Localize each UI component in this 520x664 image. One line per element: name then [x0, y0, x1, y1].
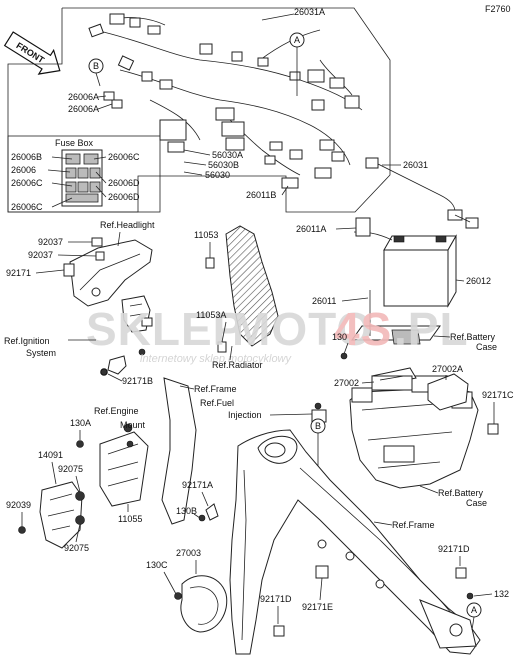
ref-battery-case-2-line1: Ref.Battery: [438, 488, 484, 498]
fuse-left-2: 26006: [11, 165, 36, 175]
fuse-left-4: 26006C: [11, 202, 43, 212]
label-92037-2: 92037: [28, 250, 53, 260]
ref-frame-2: Ref.Frame: [392, 520, 435, 530]
ref-engine-mount-line2: Mount: [120, 420, 146, 430]
ref-frame-1: Ref.Frame: [194, 384, 237, 394]
headlight-bracket: [63, 237, 153, 333]
label-130a: 130A: [70, 418, 91, 428]
fuse-left-1: 26006B: [11, 152, 42, 162]
fuse-right-1: 26006C: [108, 152, 140, 162]
figure-code: F2760: [485, 4, 511, 14]
ref-battery-case-2-line2: Case: [466, 498, 487, 508]
label-92171e: 92171E: [302, 602, 333, 612]
callout-b-top: B: [88, 58, 104, 87]
label-26031a: 26031A: [294, 7, 325, 17]
ref-radiator: Ref.Radiator: [212, 360, 263, 370]
label-92171a: 92171A: [182, 480, 213, 490]
fuse-box-title: Fuse Box: [55, 138, 94, 148]
svg-text:B: B: [93, 61, 99, 71]
harness-26031: [365, 157, 479, 229]
fuse-box-panel: Fuse Box: [7, 135, 161, 213]
ref-headlight: Ref.Headlight: [100, 220, 155, 230]
watermark-brand-tld: .PL: [394, 303, 469, 355]
fuse-leaders: [47, 156, 107, 208]
ref-battery-case-1-line1: Ref.Battery: [450, 332, 496, 342]
label-132: 132: [494, 589, 509, 599]
watermark-brand-left: SKLEP: [86, 303, 244, 355]
label-11055: 11055: [118, 514, 142, 524]
harness-box-outline: [7, 7, 391, 213]
fuse-left-3: 26006C: [11, 178, 43, 188]
main-frame: [229, 429, 481, 655]
label-26011b: 26011B: [246, 190, 276, 200]
label-14091: 14091: [38, 450, 63, 460]
label-27002: 27002: [334, 378, 359, 388]
label-92171b: 92171B: [122, 376, 153, 386]
label-11053: 11053: [194, 230, 218, 240]
watermark-tagline: internetowy sklep motocyklowy: [140, 353, 293, 365]
label-26031: 26031: [403, 160, 428, 170]
callout-a-top: A: [289, 32, 305, 96]
label-92171d-1: 92171D: [260, 594, 292, 604]
label-130c: 130C: [146, 560, 168, 570]
label-92037-1: 92037: [38, 237, 63, 247]
fuse-right-2: 26006D: [108, 178, 140, 188]
ref-engine-mount-line1: Ref.Engine: [94, 406, 139, 416]
label-92075-2: 92075: [64, 543, 89, 553]
label-92171: 92171: [6, 268, 31, 278]
harness-connectors: [88, 13, 360, 189]
ref-battery-case-1-line2: Case: [476, 342, 497, 352]
battery-26012: [353, 217, 457, 308]
fasteners: [100, 348, 499, 637]
watermark-brand-num: 4S: [334, 303, 392, 355]
horn-27003: [174, 575, 228, 633]
battery-tray: [351, 290, 441, 345]
ecu-27002: [371, 367, 417, 391]
label-56030: 56030: [205, 170, 230, 180]
label-92171d-2: 92171D: [438, 544, 470, 554]
label-130: 130: [332, 332, 347, 342]
svg-text:B: B: [315, 421, 321, 431]
watermark: SKLEP MOTO 4S .PL internetowy sklep moto…: [86, 303, 469, 365]
fuse-right-3: 26006D: [108, 192, 140, 202]
label-92075-1: 92075: [58, 464, 83, 474]
label-26006a-2: 26006A: [68, 104, 99, 114]
svg-text:A: A: [294, 35, 300, 45]
label-26012: 26012: [466, 276, 491, 286]
radiator-screen-11053: [205, 225, 279, 353]
svg-text:A: A: [471, 605, 477, 615]
label-56030b: 56030B: [208, 160, 239, 170]
label-27003: 27003: [176, 548, 201, 558]
engine-mount-bracket: [99, 377, 197, 525]
ref-ignition-line1: Ref.Ignition: [4, 336, 50, 346]
label-11053a: 11053A: [196, 310, 226, 320]
watermark-brand-mid: MOTO: [232, 303, 373, 355]
label-26011: 26011: [312, 296, 336, 306]
ref-ignition-line2: System: [26, 348, 56, 358]
callout-b-mid: B: [310, 418, 326, 466]
cover-14091: [18, 481, 85, 549]
label-26006a-1: 26006A: [68, 92, 99, 102]
label-92171c: 92171C: [482, 390, 514, 400]
front-arrow-icon: FRONT: [3, 31, 61, 75]
label-26011a: 26011A: [296, 224, 326, 234]
ref-fuel-line2: Injection: [228, 410, 262, 420]
ref-fuel-line1: Ref.Fuel: [200, 398, 234, 408]
relay-27002a: [427, 373, 469, 411]
label-92039: 92039: [6, 500, 31, 510]
label-56030a: 56030A: [212, 150, 243, 160]
label-27002a: 27002A: [432, 364, 463, 374]
callout-a-bottom: A: [466, 602, 482, 631]
label-130b: 130B: [176, 506, 197, 516]
